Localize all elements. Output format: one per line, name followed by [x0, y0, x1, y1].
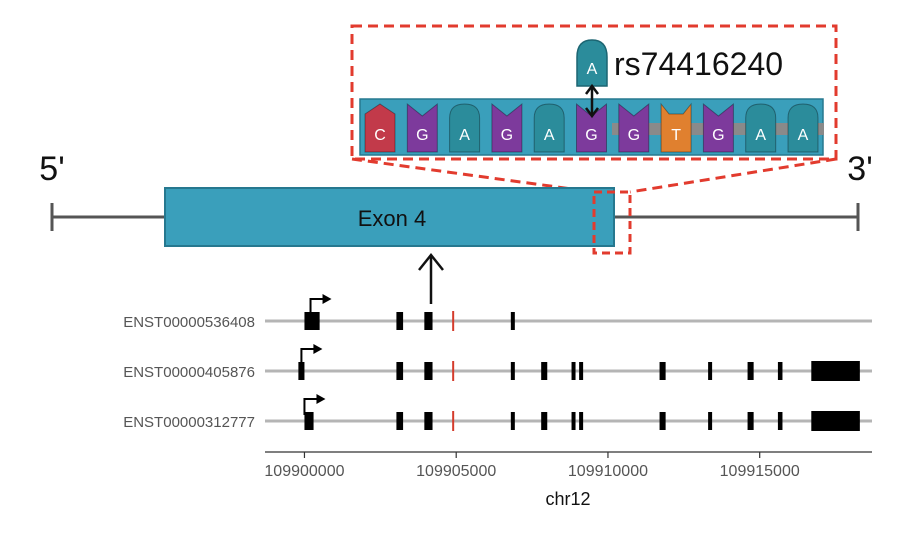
exon-block: [777, 412, 783, 430]
base-label: C: [374, 127, 386, 144]
exon-block: [659, 362, 666, 380]
base-c-icon: [364, 103, 396, 153]
transcript-label: ENST00000312777: [123, 414, 255, 431]
base-label: G: [501, 127, 513, 144]
x-tick-label: 109910000: [568, 463, 648, 480]
x-tick-label: 109905000: [416, 463, 496, 480]
transcript-label: ENST00000536408: [123, 314, 255, 331]
transcript-plot: ENST00000536408ENST00000405876ENST000003…: [123, 294, 872, 431]
exon-block: [510, 312, 515, 330]
exon-block: [424, 412, 433, 430]
exon-block: [541, 362, 548, 380]
five-prime-label: 5': [39, 150, 64, 188]
base-g-icon: [406, 102, 438, 153]
exon-block: [579, 362, 584, 380]
base-label: A: [459, 127, 470, 144]
exon-block: [571, 362, 576, 380]
base-label: T: [671, 127, 681, 144]
base-a-icon: [745, 103, 777, 153]
tss-arrow-head-icon: [316, 394, 326, 404]
zoom-connector-right: [629, 157, 837, 194]
exon-block: [541, 412, 548, 430]
base-a-icon: [533, 103, 565, 153]
base-g-icon: [702, 102, 734, 153]
base-label: G: [628, 127, 640, 144]
zoom-inset-frame: [350, 24, 838, 161]
exon-block: [304, 312, 320, 330]
base-label: A: [544, 127, 555, 144]
exon-block: [396, 412, 404, 430]
exon-block: [510, 412, 515, 430]
exon-block: [396, 362, 404, 380]
zoom-connector-left: [351, 157, 595, 194]
exon-block: [304, 412, 314, 430]
base-t-icon: [660, 102, 692, 153]
tss-arrow-head-icon: [322, 294, 332, 304]
variant-highlight-box: [592, 190, 632, 255]
variant-id-label: rs74416240: [614, 46, 783, 82]
tss-arrow-icon: [303, 398, 319, 415]
variant-allele-label: A: [587, 61, 598, 78]
exon-block: [747, 412, 754, 430]
exon-4-block: [164, 187, 615, 247]
exon-label: Exon 4: [358, 206, 427, 231]
exon-block: [298, 362, 305, 380]
x-axis-label: chr12: [545, 489, 590, 509]
exon-block: [396, 312, 404, 330]
base-g-icon: [491, 102, 523, 153]
x-tick-label: 109900000: [264, 463, 344, 480]
exon-block: [659, 412, 666, 430]
exon-block: [579, 412, 584, 430]
exon-block: [777, 362, 783, 380]
exon-block: [811, 361, 860, 381]
base-label: A: [755, 127, 766, 144]
exon-pointer-arrow-head: [418, 252, 444, 271]
base-a-icon: [449, 103, 481, 153]
exon-block: [708, 362, 713, 380]
tss-arrow-head-icon: [313, 344, 323, 354]
tss-arrow-icon: [309, 298, 325, 315]
exon-block: [571, 412, 576, 430]
three-prime-label: 3': [847, 150, 872, 188]
exon-block: [424, 362, 433, 380]
variant-arrow-up-head: [585, 83, 599, 95]
x-axis-ticks: 109900000 109905000 109910000 109915000: [264, 452, 800, 480]
base-label: G: [416, 127, 428, 144]
variant-allele-icon: [576, 39, 608, 87]
transcript-label: ENST00000405876: [123, 364, 255, 381]
base-label: G: [712, 127, 724, 144]
base-label: A: [798, 127, 809, 144]
exon-block: [708, 412, 713, 430]
exon-block: [510, 362, 515, 380]
tss-arrow-icon: [300, 348, 316, 365]
exon-block: [424, 312, 433, 330]
x-tick-label: 109915000: [720, 463, 800, 480]
exon-block: [747, 362, 754, 380]
exon-block: [811, 411, 860, 431]
base-g-icon: [618, 102, 650, 153]
variant-arrow-down-head: [585, 107, 599, 119]
base-a-icon: [787, 103, 819, 153]
base-label: G: [585, 127, 597, 144]
